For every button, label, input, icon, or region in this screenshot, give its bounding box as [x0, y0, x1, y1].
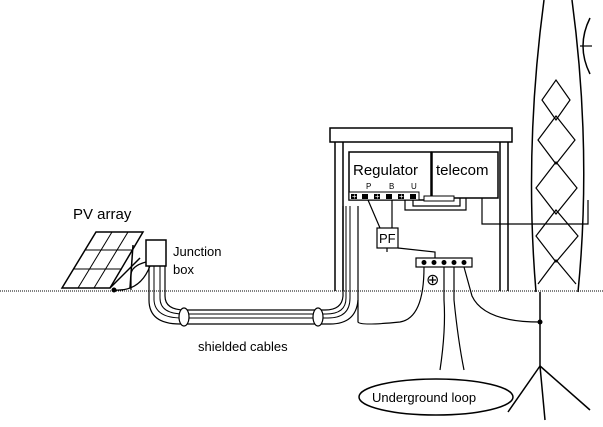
pf-label: PF	[379, 231, 396, 246]
regulator-label: Regulator	[353, 162, 418, 179]
ground-bar	[415, 257, 473, 268]
telecom-box	[431, 151, 499, 199]
junction-box	[145, 239, 167, 267]
pv-array-label: PV array	[73, 206, 132, 223]
ground-symbol: ⊕	[426, 270, 439, 289]
pv-array	[60, 231, 145, 293]
shielded-cables-label: shielded cables	[198, 339, 288, 354]
terminal-p-label: P	[366, 182, 371, 191]
underground-loop	[358, 378, 514, 416]
equipment-shelter	[329, 127, 513, 291]
terminal-b-plus: +	[375, 192, 380, 201]
antenna-tower	[507, 0, 592, 421]
terminal-u-label: U	[411, 182, 417, 191]
junction-box-label-line2: box	[173, 262, 194, 277]
underground-loop-label: Underground loop	[372, 390, 476, 405]
terminal-p-plus: +	[352, 192, 357, 201]
junction-box-label-line1: Junction	[173, 244, 221, 259]
terminal-b-label: B	[389, 182, 394, 191]
shielded-cable	[148, 206, 359, 327]
regulator-terminals	[348, 191, 420, 201]
telecom-label: telecom	[436, 162, 489, 179]
terminal-u-plus: +	[399, 192, 404, 201]
